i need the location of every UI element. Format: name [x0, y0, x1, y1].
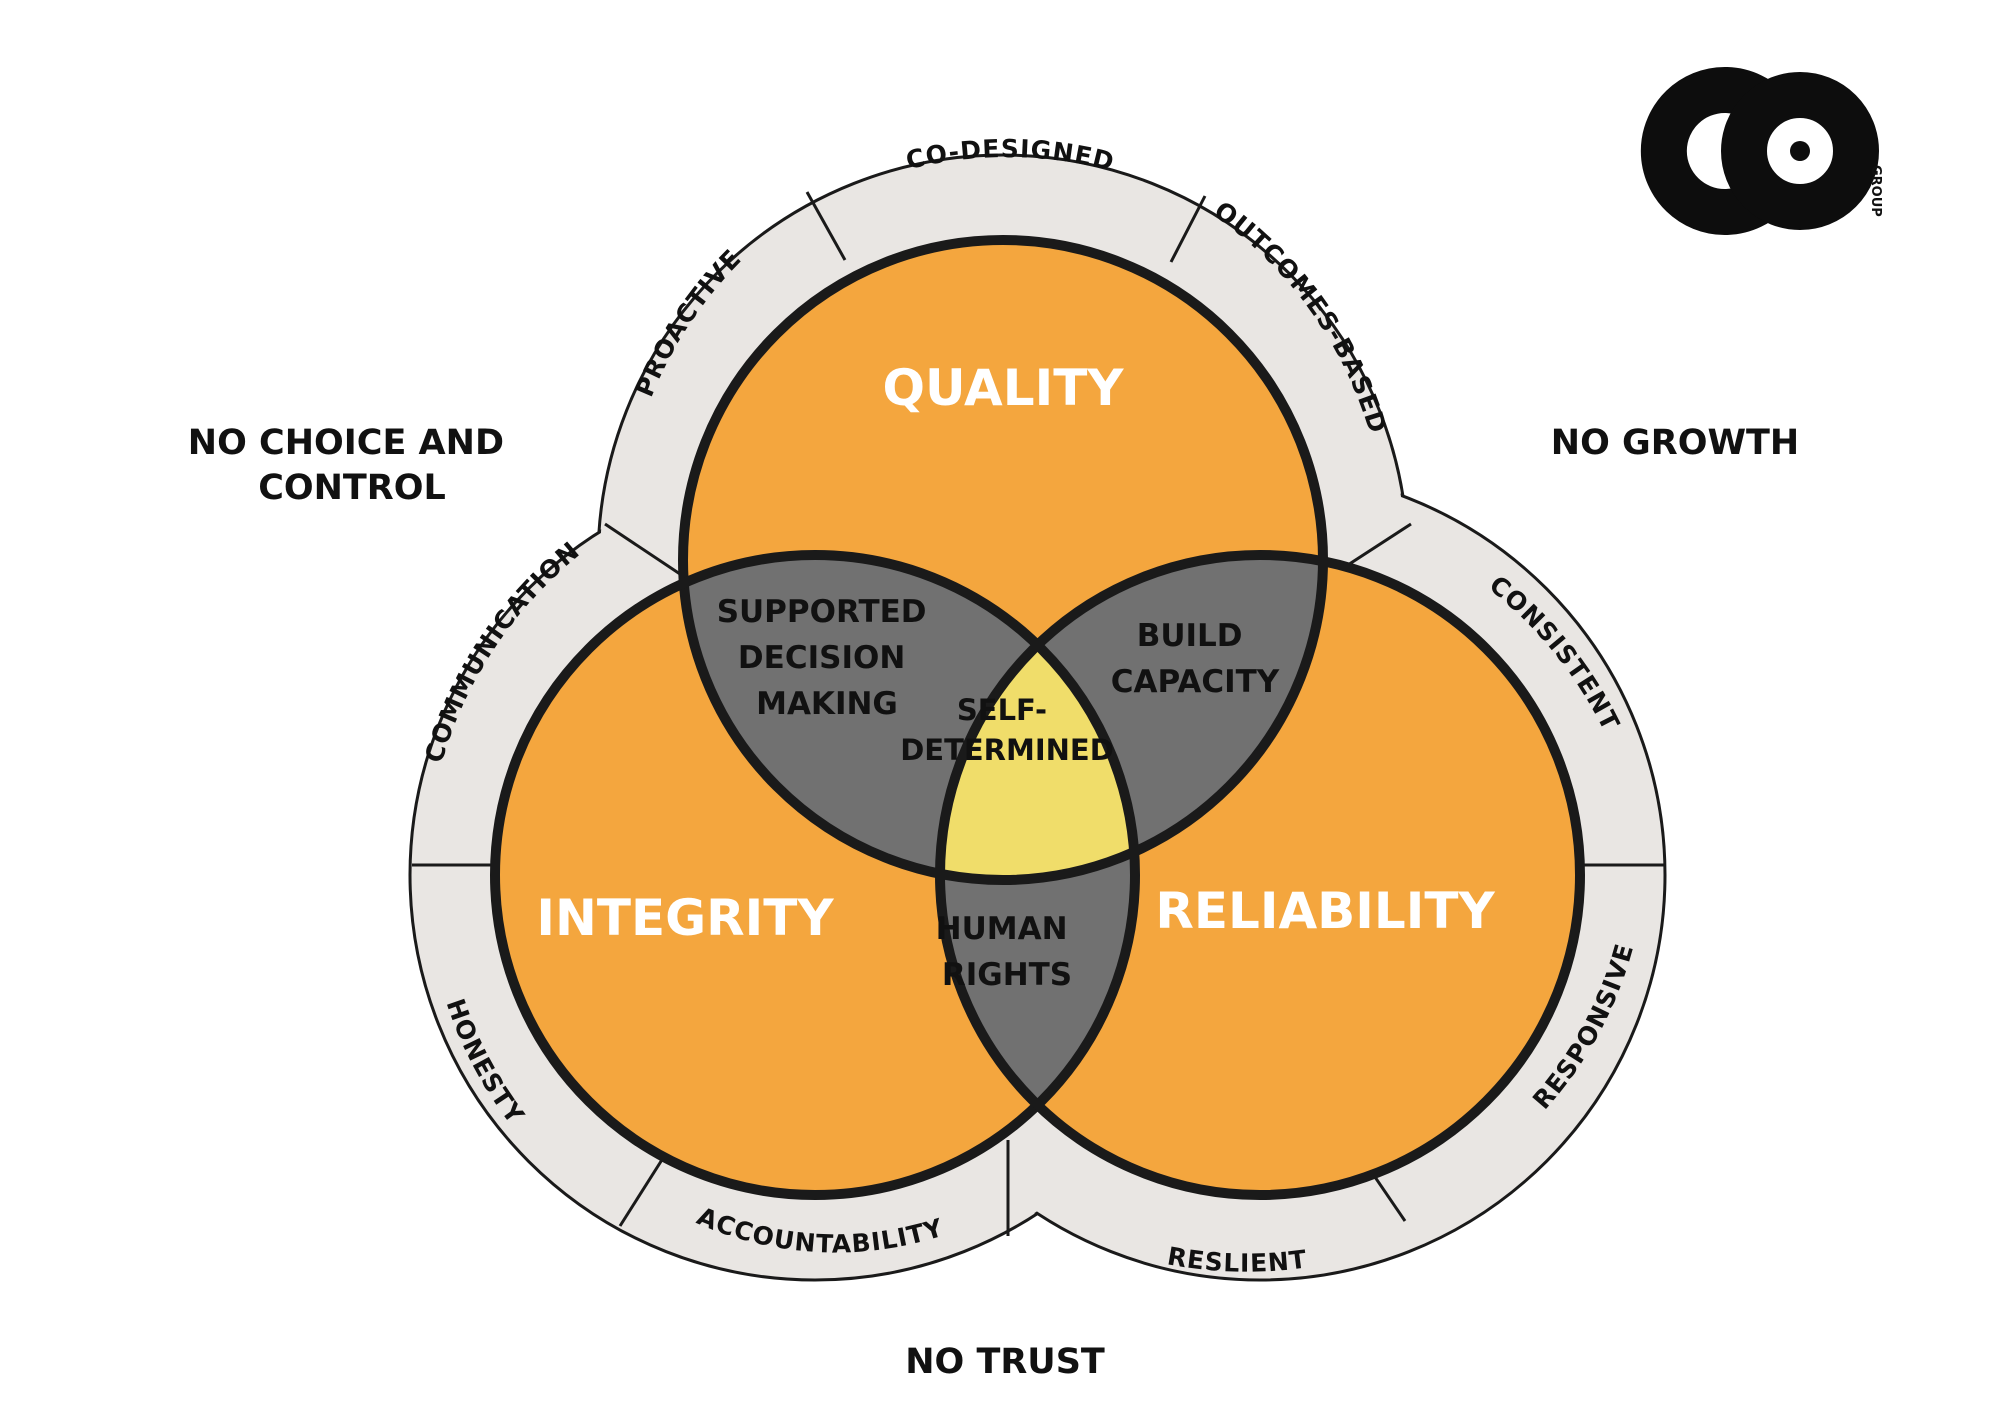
quality-label: QUALITY [882, 359, 1124, 417]
reliability-label: RELIABILITY [1155, 882, 1495, 940]
self-determined-label: SELF- DETERMINED [900, 693, 1114, 767]
no-trust-label: NO TRUST [905, 1342, 1105, 1382]
circle-fills [495, 240, 1580, 1195]
co-group-logo: GROUP [1640, 67, 1883, 235]
no-growth-label: NO GROWTH [1551, 423, 1799, 463]
circle-outlines [490, 235, 1585, 1200]
no-choice-and-control-label: NO CHOICE AND CONTROL [188, 423, 516, 508]
build-capacity-label: BUILD CAPACITY [1111, 618, 1280, 700]
integrity-label: INTEGRITY [536, 889, 834, 947]
logo-group-text: GROUP [1868, 165, 1883, 217]
supported-decision-making-label: SUPPORTED DECISION MAKING [717, 594, 938, 722]
human-rights-label: HUMAN RIGHTS [936, 911, 1079, 993]
